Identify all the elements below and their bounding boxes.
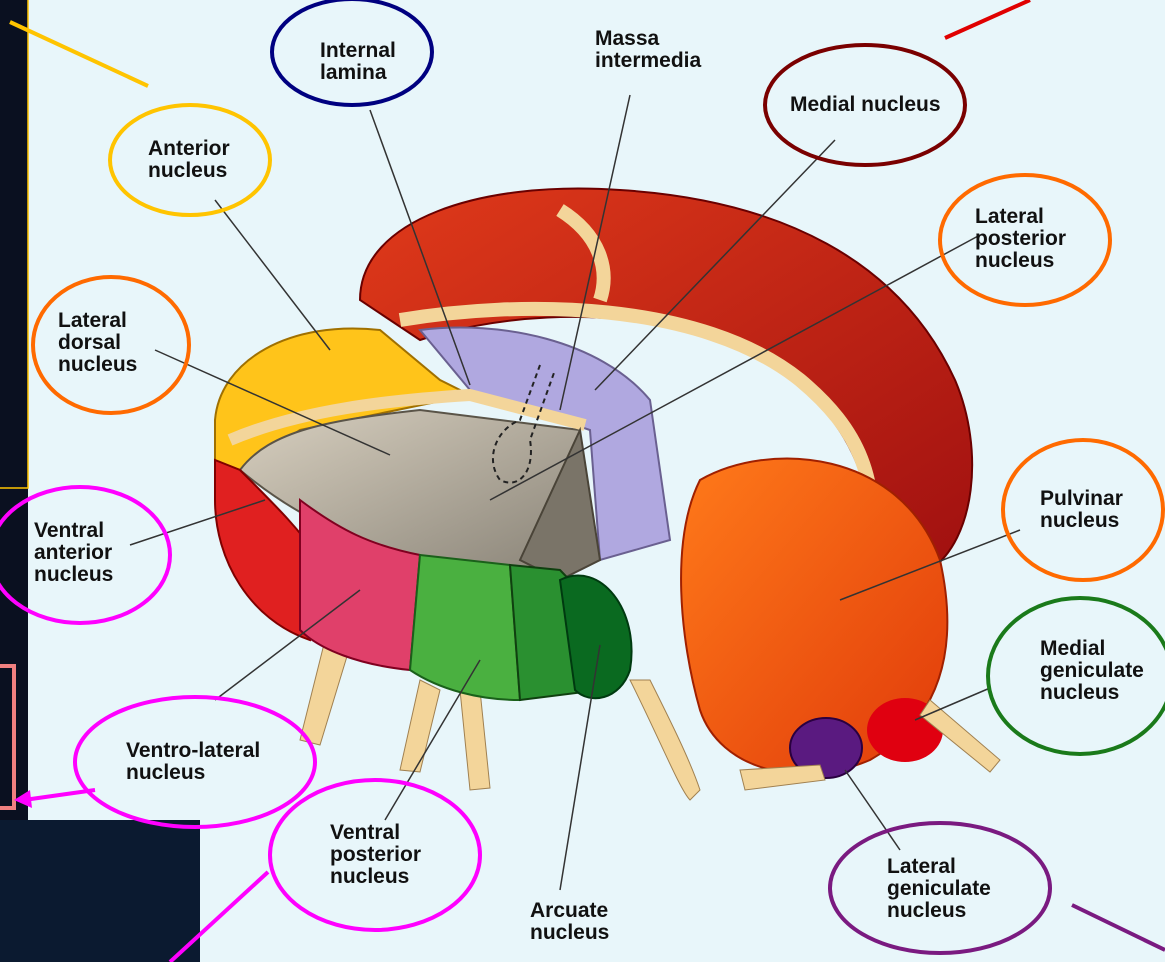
label-arcuate-nucleus: Arcuate nucleus xyxy=(530,900,609,944)
label-massa-intermedia: Massa intermedia xyxy=(595,28,701,72)
left-dark-strip xyxy=(0,0,28,962)
label-ventro-lateral-nucleus: Ventro-lateral nucleus xyxy=(126,740,260,784)
label-lateral-geniculate-nucleus: Lateral geniculate nucleus xyxy=(887,856,991,922)
label-lateral-posterior-nucleus: Lateral posterior nucleus xyxy=(975,206,1066,272)
label-pulvinar-nucleus: Pulvinar nucleus xyxy=(1040,488,1123,532)
label-anterior-nucleus: Anterior nucleus xyxy=(148,138,230,182)
label-lateral-dorsal-nucleus: Lateral dorsal nucleus xyxy=(58,310,137,376)
label-ventral-posterior-nucleus: Ventral posterior nucleus xyxy=(330,822,421,888)
label-internal-lamina: Internal lamina xyxy=(320,40,396,84)
label-ventral-anterior-nucleus: Ventral anterior nucleus xyxy=(34,520,113,586)
bottom-left-dark xyxy=(0,820,200,962)
label-medial-geniculate-nucleus: Medial geniculate nucleus xyxy=(1040,638,1144,704)
label-medial-nucleus: Medial nucleus xyxy=(790,94,941,116)
ventral-posterior-shape xyxy=(410,555,520,700)
